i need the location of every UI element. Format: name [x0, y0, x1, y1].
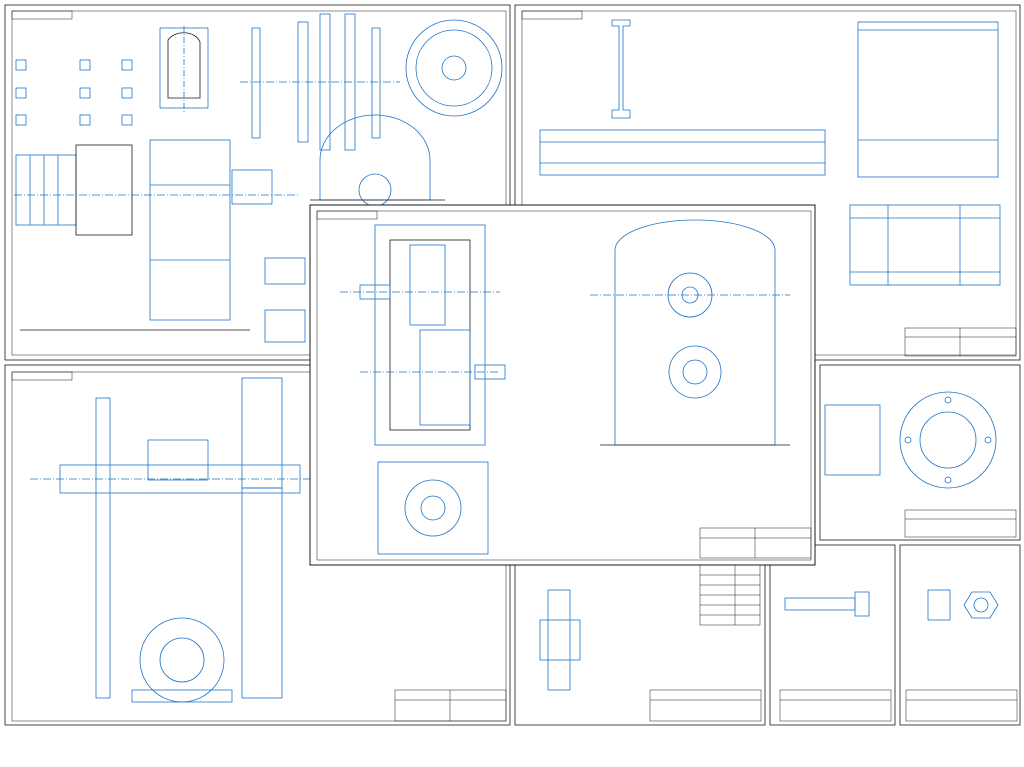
cover-face	[899, 391, 997, 489]
sprocket-right	[241, 377, 283, 699]
title-block-axle	[779, 689, 892, 722]
frame-beam-elevation	[539, 19, 826, 176]
plug-views	[927, 589, 999, 621]
bolt-pattern	[15, 59, 133, 126]
pulley-stack	[240, 13, 503, 151]
motor-gearbox-side	[14, 139, 300, 331]
title-block-gear	[649, 689, 762, 722]
sheet-frame	[514, 4, 1021, 361]
title-block-frame	[904, 327, 1017, 357]
title-block-cover	[904, 509, 1017, 538]
shaft-centre	[30, 439, 320, 494]
sheet-gearbox-assembly	[309, 204, 816, 566]
gearbox-plan	[377, 461, 489, 555]
gearbox-end-view	[590, 219, 790, 446]
cover-section	[824, 404, 881, 476]
title-block-drive-shaft	[394, 689, 507, 722]
title-block-plug	[905, 689, 1018, 722]
sprocket-left	[95, 397, 111, 699]
axle-view	[784, 591, 870, 617]
frame-plan-view	[849, 204, 1001, 286]
gear-section	[539, 589, 581, 691]
bearing-housing-view	[131, 617, 233, 703]
sheet-axle	[769, 544, 896, 726]
sheet-frame-assembly	[4, 4, 511, 361]
sheet-cover	[819, 364, 1021, 541]
sheet-plug	[899, 544, 1021, 726]
gearbox-section	[340, 224, 506, 446]
frame-end-view	[857, 21, 999, 178]
title-block-gearbox	[699, 527, 812, 559]
details-bb-vv	[264, 257, 306, 343]
section-a-a	[159, 26, 209, 112]
